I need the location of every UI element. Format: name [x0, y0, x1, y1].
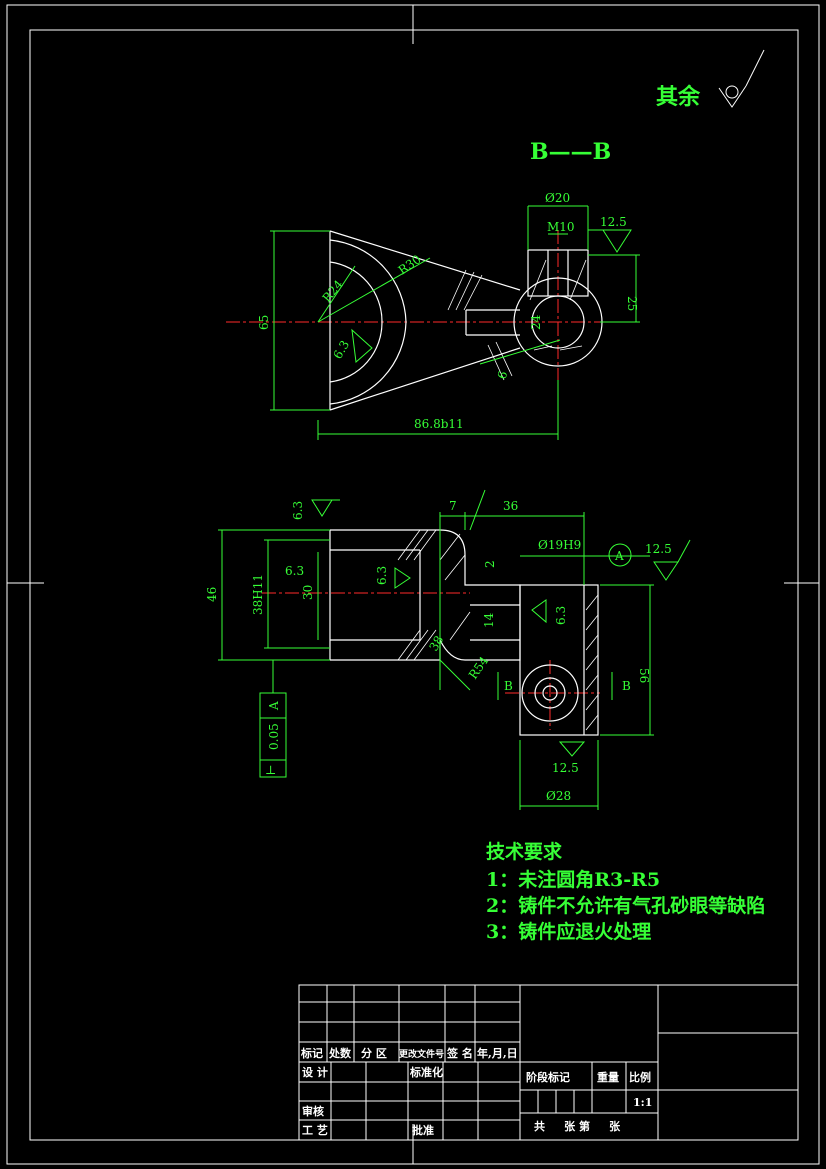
svg-text:A: A — [267, 701, 281, 711]
svg-text:⊥: ⊥ — [265, 763, 276, 777]
svg-text:1:1: 1:1 — [633, 1096, 652, 1109]
front-view: 6.3 7 36 Ø19H9 A 12.5 46 38H11 30 6.3 6.… — [205, 489, 691, 810]
svg-text:36: 36 — [503, 499, 518, 513]
technical-requirements: 技术要求 1：未注圆角R3-R5 2：铸件不允许有气孔砂眼等缺陷 3：铸件应退火… — [486, 840, 765, 943]
svg-text:处数: 处数 — [328, 1046, 352, 1060]
svg-text:86.8b11: 86.8b11 — [414, 417, 464, 431]
title-block-labels: 标记 处数 分 区 更改文件号 签 名 年,月,日 设 计 标准化 阶段标记 重… — [300, 1046, 652, 1137]
title-block — [298, 984, 799, 1141]
svg-text:A: A — [614, 549, 624, 563]
svg-text:7: 7 — [449, 499, 457, 513]
svg-text:年,月,日: 年,月,日 — [477, 1046, 518, 1060]
svg-text:56: 56 — [637, 668, 651, 683]
tech-req-item: 2：铸件不允许有气孔砂眼等缺陷 — [486, 894, 765, 917]
svg-text:12.5: 12.5 — [600, 215, 627, 229]
section-title: B——B — [530, 139, 611, 165]
svg-text:0.05: 0.05 — [267, 723, 281, 750]
svg-text:2: 2 — [483, 560, 497, 568]
svg-text:6.3: 6.3 — [285, 564, 304, 578]
svg-text:批准: 批准 — [412, 1123, 434, 1137]
svg-text:12.5: 12.5 — [645, 542, 672, 556]
svg-text:B: B — [504, 679, 513, 693]
svg-text:6.3: 6.3 — [291, 501, 305, 520]
svg-text:共 张 第 张: 共 张 第 张 — [534, 1119, 621, 1133]
svg-text:6.3: 6.3 — [375, 566, 389, 585]
svg-text:工 艺: 工 艺 — [302, 1123, 328, 1137]
svg-text:标记: 标记 — [300, 1046, 323, 1060]
svg-text:Ø28: Ø28 — [546, 789, 571, 803]
svg-text:12.5: 12.5 — [552, 761, 579, 775]
svg-text:Ø20: Ø20 — [545, 191, 570, 205]
svg-text:30: 30 — [301, 585, 315, 600]
svg-text:38H11: 38H11 — [251, 574, 265, 615]
svg-text:B: B — [622, 679, 631, 693]
svg-text:38: 38 — [426, 633, 446, 653]
svg-text:14: 14 — [482, 612, 496, 628]
tech-req-item: 1：未注圆角R3-R5 — [486, 868, 660, 891]
svg-text:阶段标记: 阶段标记 — [526, 1070, 570, 1084]
svg-text:M10: M10 — [547, 220, 575, 234]
svg-text:6: 6 — [495, 369, 511, 381]
svg-text:65: 65 — [257, 315, 271, 330]
svg-text:46: 46 — [205, 587, 219, 602]
svg-text:重量: 重量 — [597, 1070, 619, 1084]
svg-text:更改文件号: 更改文件号 — [399, 1048, 444, 1060]
svg-text:25: 25 — [625, 296, 639, 311]
svg-text:Ø19H9: Ø19H9 — [538, 538, 581, 552]
svg-text:签 名: 签 名 — [446, 1046, 473, 1060]
tech-req-item: 3：铸件应退火处理 — [486, 920, 651, 943]
svg-text:标准化: 标准化 — [409, 1065, 443, 1079]
svg-text:24: 24 — [529, 314, 543, 330]
svg-text:6.3: 6.3 — [554, 606, 568, 625]
svg-text:比例: 比例 — [629, 1070, 651, 1084]
svg-text:分 区: 分 区 — [361, 1046, 387, 1060]
svg-text:审核: 审核 — [302, 1104, 324, 1118]
svg-text:其余: 其余 — [656, 84, 701, 110]
svg-text:设 计: 设 计 — [302, 1065, 328, 1079]
general-roughness-note: 其余 — [656, 49, 765, 110]
tech-req-title: 技术要求 — [486, 840, 563, 863]
